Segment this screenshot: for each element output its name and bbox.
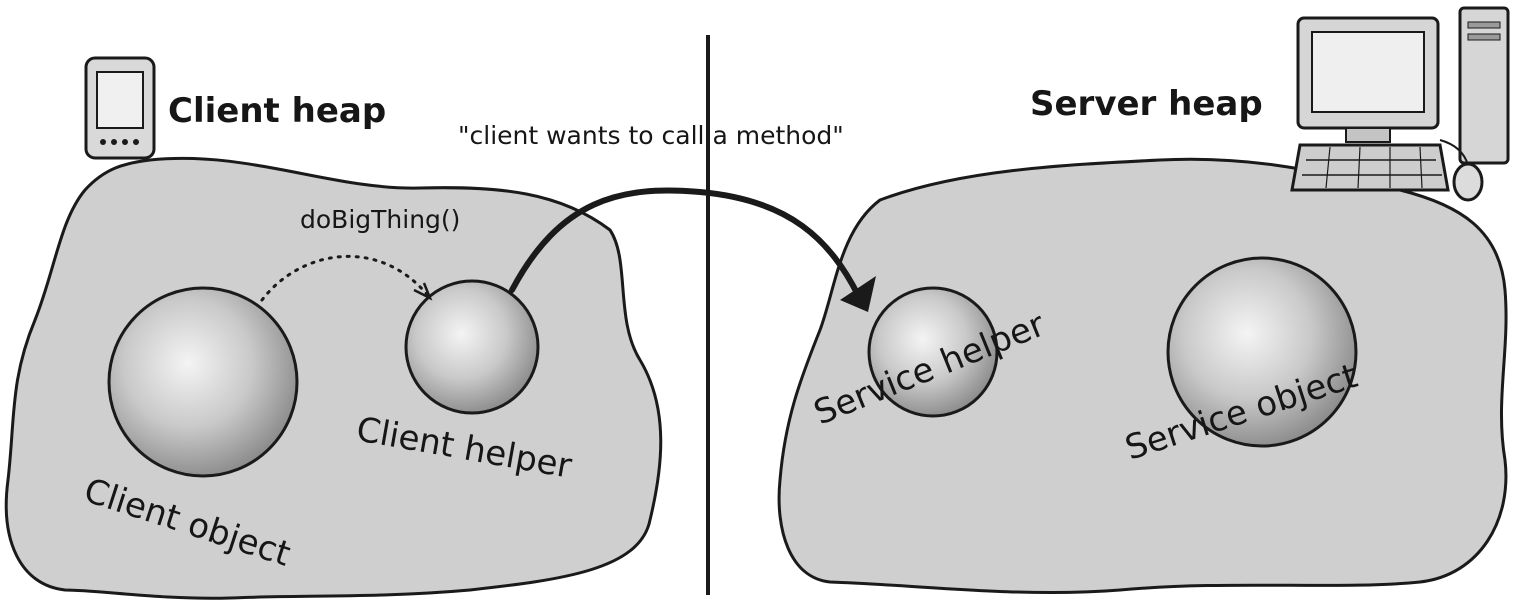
network-call-line <box>509 187 861 298</box>
method-call-arrowhead <box>413 282 433 301</box>
client-heap-title: Client heap <box>168 91 386 131</box>
handheld-device-icon <box>84 56 156 160</box>
network-call-arrowhead <box>840 276 876 312</box>
method-call-arc <box>260 254 432 302</box>
desktop-computer-icon <box>1290 6 1510 202</box>
client-heap-blob <box>4 156 663 600</box>
call-note: "client wants to call a method" <box>458 121 844 150</box>
client-object-sphere <box>107 286 299 478</box>
client-helper-sphere <box>404 279 540 415</box>
method-name: doBigThing() <box>300 205 460 234</box>
service-object-sphere <box>1166 256 1358 448</box>
server-heap-title: Server heap <box>1030 84 1263 124</box>
server-heap-blob <box>777 157 1508 595</box>
service-helper-sphere <box>867 286 999 418</box>
